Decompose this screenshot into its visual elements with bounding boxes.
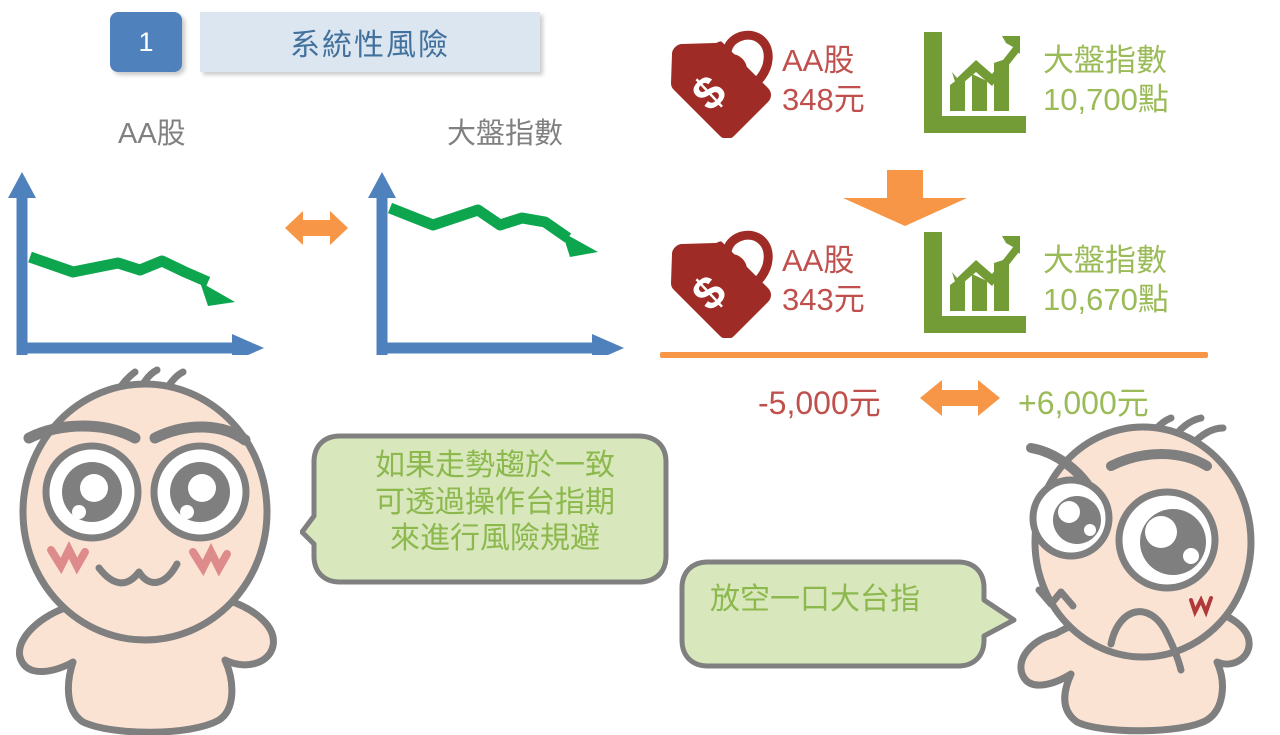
arrow-down-icon — [843, 170, 967, 226]
step-number-label: 1 — [138, 26, 154, 57]
price-tag-dollar-icon: $ — [671, 30, 773, 138]
index-points-after: 10,670點 — [1043, 281, 1169, 317]
stock-name-after: AA股 — [782, 243, 855, 278]
bar-chart-growth-icon — [924, 32, 1026, 133]
summary-divider — [660, 352, 1208, 358]
speech-bubble-left-text: 如果走勢趨於一致 可透過操作台指期 來進行風險規避 — [375, 449, 615, 556]
slide-title-box: 系統性風險 — [200, 12, 540, 72]
speech-bubble-right — [679, 559, 1017, 669]
left-character — [16, 366, 277, 735]
y-axis-arrowhead-index — [368, 172, 396, 198]
index-value-after: 大盤指數 10,670點 — [1043, 242, 1169, 320]
chart-index — [368, 172, 624, 355]
trend-line-index — [387, 202, 572, 243]
index-points-before: 10,700點 — [1043, 81, 1169, 117]
trend-arrowhead-index — [562, 232, 598, 257]
trend-line-stock — [28, 251, 211, 288]
index-value-before: 大盤指數 10,700點 — [1043, 42, 1169, 120]
stock-price-before: 348元 — [782, 81, 865, 117]
chart-label-index: 大盤指數 — [447, 118, 564, 150]
stock-value-before: AA股 348元 — [782, 42, 865, 120]
speech-bubble-left — [300, 433, 669, 585]
double-arrow-horizontal-icon — [920, 380, 1000, 416]
x-axis-arrowhead-index — [592, 334, 624, 355]
summary-loss-value: -5,000元 — [758, 385, 881, 421]
page-title: 系統性風險 — [290, 29, 450, 62]
price-tag-dollar-icon: $ — [671, 230, 773, 338]
charts-group — [8, 172, 624, 355]
step-number-badge: 1 — [110, 12, 182, 72]
stock-price-after: 343元 — [782, 281, 865, 317]
x-axis-arrowhead-stock — [232, 334, 264, 355]
index-name-before: 大盤指數 — [1043, 43, 1167, 78]
right-character — [1017, 414, 1255, 735]
index-name-after: 大盤指數 — [1043, 243, 1167, 278]
chart-label-stock: AA股 — [118, 118, 186, 150]
summary-gain-value: +6,000元 — [1018, 385, 1149, 421]
trend-arrowhead-stock — [200, 282, 235, 306]
speech-bubble-right-text: 放空一口大台指 — [710, 583, 920, 616]
stock-name-before: AA股 — [782, 43, 855, 78]
stock-value-after: AA股 343元 — [782, 242, 865, 320]
bar-chart-growth-icon — [924, 232, 1026, 333]
y-axis-arrowhead-stock — [8, 172, 36, 198]
charts-correlation-arrow — [285, 211, 348, 245]
double-arrow-horizontal-icon — [285, 211, 348, 245]
chart-stock — [8, 172, 264, 355]
